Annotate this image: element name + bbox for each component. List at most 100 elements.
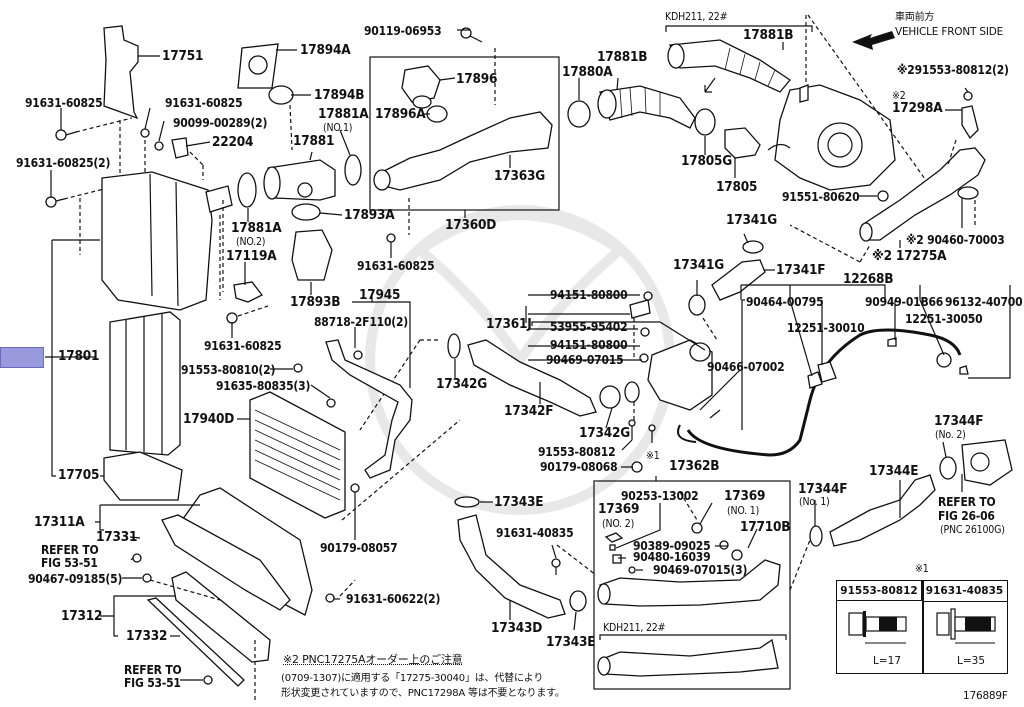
- callout-53955-95402[interactable]: 53955-95402: [550, 320, 628, 334]
- callout-17369-no1[interactable]: 17369: [724, 488, 766, 504]
- callout-90949-01b66[interactable]: 90949-01B66: [865, 295, 944, 309]
- callout-17369-no2-sub: (NO. 2): [602, 518, 635, 530]
- callout-91631-60825[interactable]: 91631-60825: [204, 339, 282, 353]
- callout-17894a[interactable]: 17894A: [300, 42, 351, 58]
- callout-17705[interactable]: 17705: [58, 467, 100, 483]
- callout-96132-40700[interactable]: 96132-40700: [945, 295, 1023, 309]
- callout-91631-60825[interactable]: 91631-60825: [165, 96, 243, 110]
- callout-17369-no2[interactable]: 17369: [598, 501, 640, 517]
- callout-91631-60622[interactable]: 91631-60622(2): [346, 592, 441, 606]
- label-kdh-bottom: KDH211, 22#: [603, 622, 666, 634]
- callout-17331[interactable]: 17331: [96, 529, 138, 545]
- callout-90467-09185[interactable]: 90467-09185(5): [28, 572, 123, 586]
- callout-17881b[interactable]: 17881B: [743, 27, 794, 43]
- callout-91631-60825[interactable]: 91631-60825: [25, 96, 103, 110]
- callout-17881[interactable]: 17881: [293, 133, 335, 149]
- callout-17362b[interactable]: 17362B: [669, 458, 720, 474]
- callout-17710b[interactable]: 17710B: [740, 519, 791, 535]
- callout-91631-60825-2[interactable]: 91631-60825(2): [16, 156, 111, 170]
- callout-22204[interactable]: 22204: [212, 134, 254, 150]
- callout-17361j[interactable]: 17361J: [486, 316, 532, 332]
- refer-fig-53-51[interactable]: REFER TO: [41, 543, 99, 557]
- callout-17801[interactable]: 17801: [58, 348, 100, 364]
- callout-17894b[interactable]: 17894B: [314, 87, 365, 103]
- callout-17344f-no1[interactable]: 17344F: [798, 481, 848, 497]
- callout-91631-40835[interactable]: 91631-40835: [496, 526, 574, 540]
- callout-12268b[interactable]: 12268B: [843, 271, 894, 287]
- callout-17881a-no2[interactable]: 17881A: [231, 220, 282, 236]
- clip-88718-2f110: [353, 350, 363, 360]
- callout-88718-2f110[interactable]: 88718-2F110(2): [314, 315, 409, 329]
- callout-17805[interactable]: 17805: [716, 179, 758, 195]
- callout-17298a[interactable]: 17298A: [892, 100, 943, 116]
- callout-17311a[interactable]: 17311A: [34, 514, 85, 530]
- callout-91631-60825[interactable]: 91631-60825: [357, 259, 435, 273]
- callout-17332[interactable]: 17332: [126, 628, 168, 644]
- callout-17343d[interactable]: 17343D: [491, 620, 543, 636]
- orientation-label-en: VEHICLE FRONT SIDE: [895, 26, 1004, 38]
- refer-fig-53-51-b[interactable]: REFER TO: [124, 663, 182, 677]
- callout-17341f[interactable]: 17341F: [776, 262, 826, 278]
- callout-90466-07002[interactable]: 90466-07002: [707, 360, 785, 374]
- callout-91551-80620[interactable]: 91551-80620: [782, 190, 860, 204]
- callout-17805g[interactable]: 17805G: [681, 153, 733, 169]
- callout-17343e[interactable]: 17343E: [546, 634, 596, 650]
- refer-pnc-26100g: (PNC 26100G): [940, 524, 1005, 536]
- callout-90469-07015[interactable]: 90469-07015: [546, 353, 624, 367]
- callout-94151-80800[interactable]: 94151-80800: [550, 338, 628, 352]
- gasket-17369-no1: [691, 522, 703, 534]
- callout-17881b[interactable]: 17881B: [597, 49, 648, 65]
- callout-94151-80800[interactable]: 94151-80800: [550, 288, 628, 302]
- callout-90460-70003[interactable]: ※2 90460-70003: [906, 233, 1005, 247]
- callout-17342g[interactable]: 17342G: [579, 425, 631, 441]
- callout-12251-30050[interactable]: 12251-30050: [905, 312, 983, 326]
- callout-17360d[interactable]: 17360D: [445, 217, 497, 233]
- callout-17312[interactable]: 17312: [61, 608, 103, 624]
- vehicle-front-arrow: [852, 31, 895, 50]
- callout-17344f-no2[interactable]: 17344F: [934, 413, 984, 429]
- callout-90253-13002[interactable]: 90253-13002: [621, 489, 699, 503]
- callout-90464-00795[interactable]: 90464-00795: [746, 295, 824, 309]
- callout-90179-08068[interactable]: 90179-08068: [540, 460, 618, 474]
- callout-91635-80835[interactable]: 91635-80835(3): [216, 379, 311, 393]
- callout-17751[interactable]: 17751: [162, 48, 204, 64]
- callout-91553-80810[interactable]: 91553-80810(2): [181, 363, 276, 377]
- bolt-table-header-2[interactable]: 91631-40835: [922, 581, 1007, 602]
- refer-fig-26-06-number[interactable]: FIG 26-06: [938, 509, 995, 523]
- callout-17893b[interactable]: 17893B: [290, 294, 341, 310]
- callout-12251-30010[interactable]: 12251-30010: [787, 321, 865, 335]
- bolt-length-2: L=35: [957, 655, 986, 667]
- callout-17363g[interactable]: 17363G: [494, 168, 546, 184]
- bolt-table-header-1[interactable]: 91553-80812: [837, 581, 922, 601]
- callout-17881a-no1[interactable]: 17881A: [318, 106, 369, 122]
- callout-17275a[interactable]: ※2 17275A: [872, 248, 947, 264]
- callout-90480-16039[interactable]: 90480-16039: [633, 550, 711, 564]
- refer-fig-26-06[interactable]: REFER TO: [938, 495, 996, 509]
- callout-17945[interactable]: 17945: [359, 287, 401, 303]
- callout-17341g[interactable]: 17341G: [726, 212, 778, 228]
- callout-17940d[interactable]: 17940D: [183, 411, 235, 427]
- refer-fig-53-51-b-number[interactable]: FIG 53-51: [124, 676, 181, 690]
- callout-90469-07015-3[interactable]: 90469-07015(3): [653, 563, 748, 577]
- callout-90179-08057[interactable]: 90179-08057: [320, 541, 398, 555]
- callout-17893a[interactable]: 17893A: [344, 207, 395, 223]
- callout-90119-06953[interactable]: 90119-06953: [364, 24, 442, 38]
- callout-91553-80812-2[interactable]: ※291553-80812(2): [897, 63, 1009, 77]
- callout-17119a[interactable]: 17119A: [226, 248, 277, 264]
- callout-17342g[interactable]: 17342G: [436, 376, 488, 392]
- callout-91553-80812[interactable]: 91553-80812: [538, 445, 616, 459]
- callout-17344e[interactable]: 17344E: [869, 463, 919, 479]
- callout-17369-no1-sub: (NO. 1): [727, 505, 760, 517]
- callout-17896[interactable]: 17896: [456, 71, 498, 87]
- callout-90389-09025[interactable]: 90389-09025: [633, 539, 711, 553]
- refer-fig-53-51-number[interactable]: FIG 53-51: [41, 556, 98, 570]
- callout-17880a[interactable]: 17880A: [562, 64, 613, 80]
- callout-17896a[interactable]: 17896A: [375, 106, 426, 122]
- selected-callout-highlight[interactable]: [0, 347, 44, 368]
- callout-17341g[interactable]: 17341G: [673, 257, 725, 273]
- callout-17343e[interactable]: 17343E: [494, 494, 544, 510]
- clamp-17344f-no1: [809, 525, 823, 547]
- bolt-mark1: [648, 424, 656, 443]
- callout-17342f[interactable]: 17342F: [504, 403, 554, 419]
- callout-90099-00289[interactable]: 90099-00289(2): [173, 116, 268, 130]
